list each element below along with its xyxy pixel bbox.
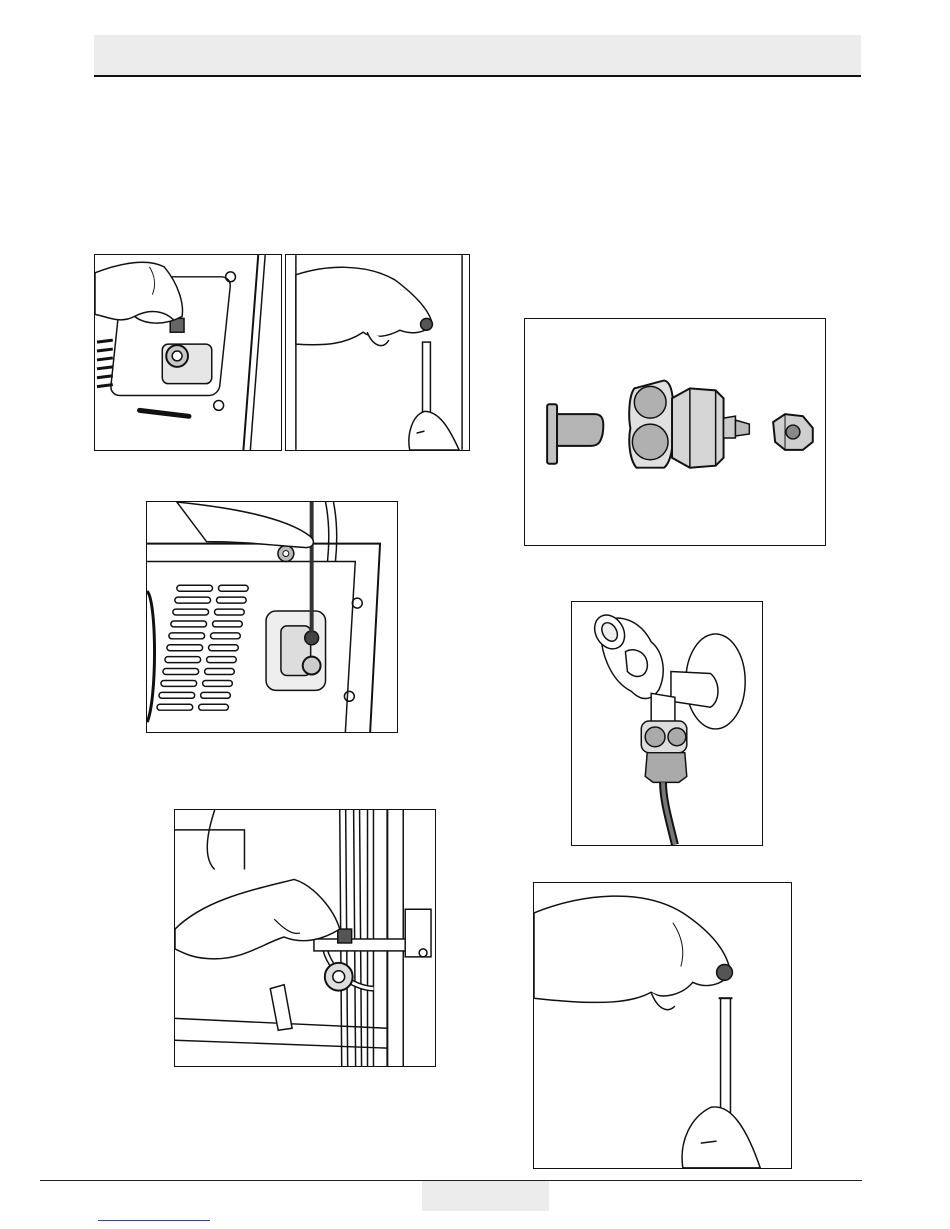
fitting-icon (525, 319, 825, 545)
figure-tube-clamp (174, 809, 436, 1067)
page-header-bar (94, 35, 861, 77)
figure-tap-connection (571, 601, 763, 846)
figure-fittings-kit (524, 318, 826, 546)
figure-cap-removal (94, 254, 282, 451)
figure-tube-on-valve (146, 501, 398, 733)
hand-icon (286, 255, 469, 450)
hand-icon (534, 883, 791, 1168)
hand-icon (95, 255, 281, 450)
page-number-tab (422, 1181, 549, 1211)
hand-icon (147, 502, 397, 732)
tap-icon (572, 602, 762, 845)
hand-icon (175, 810, 435, 1066)
footer-link-underline[interactable] (98, 1220, 210, 1221)
figure-nut-on-tube (533, 882, 792, 1169)
figure-cap-over-tube (285, 254, 470, 451)
